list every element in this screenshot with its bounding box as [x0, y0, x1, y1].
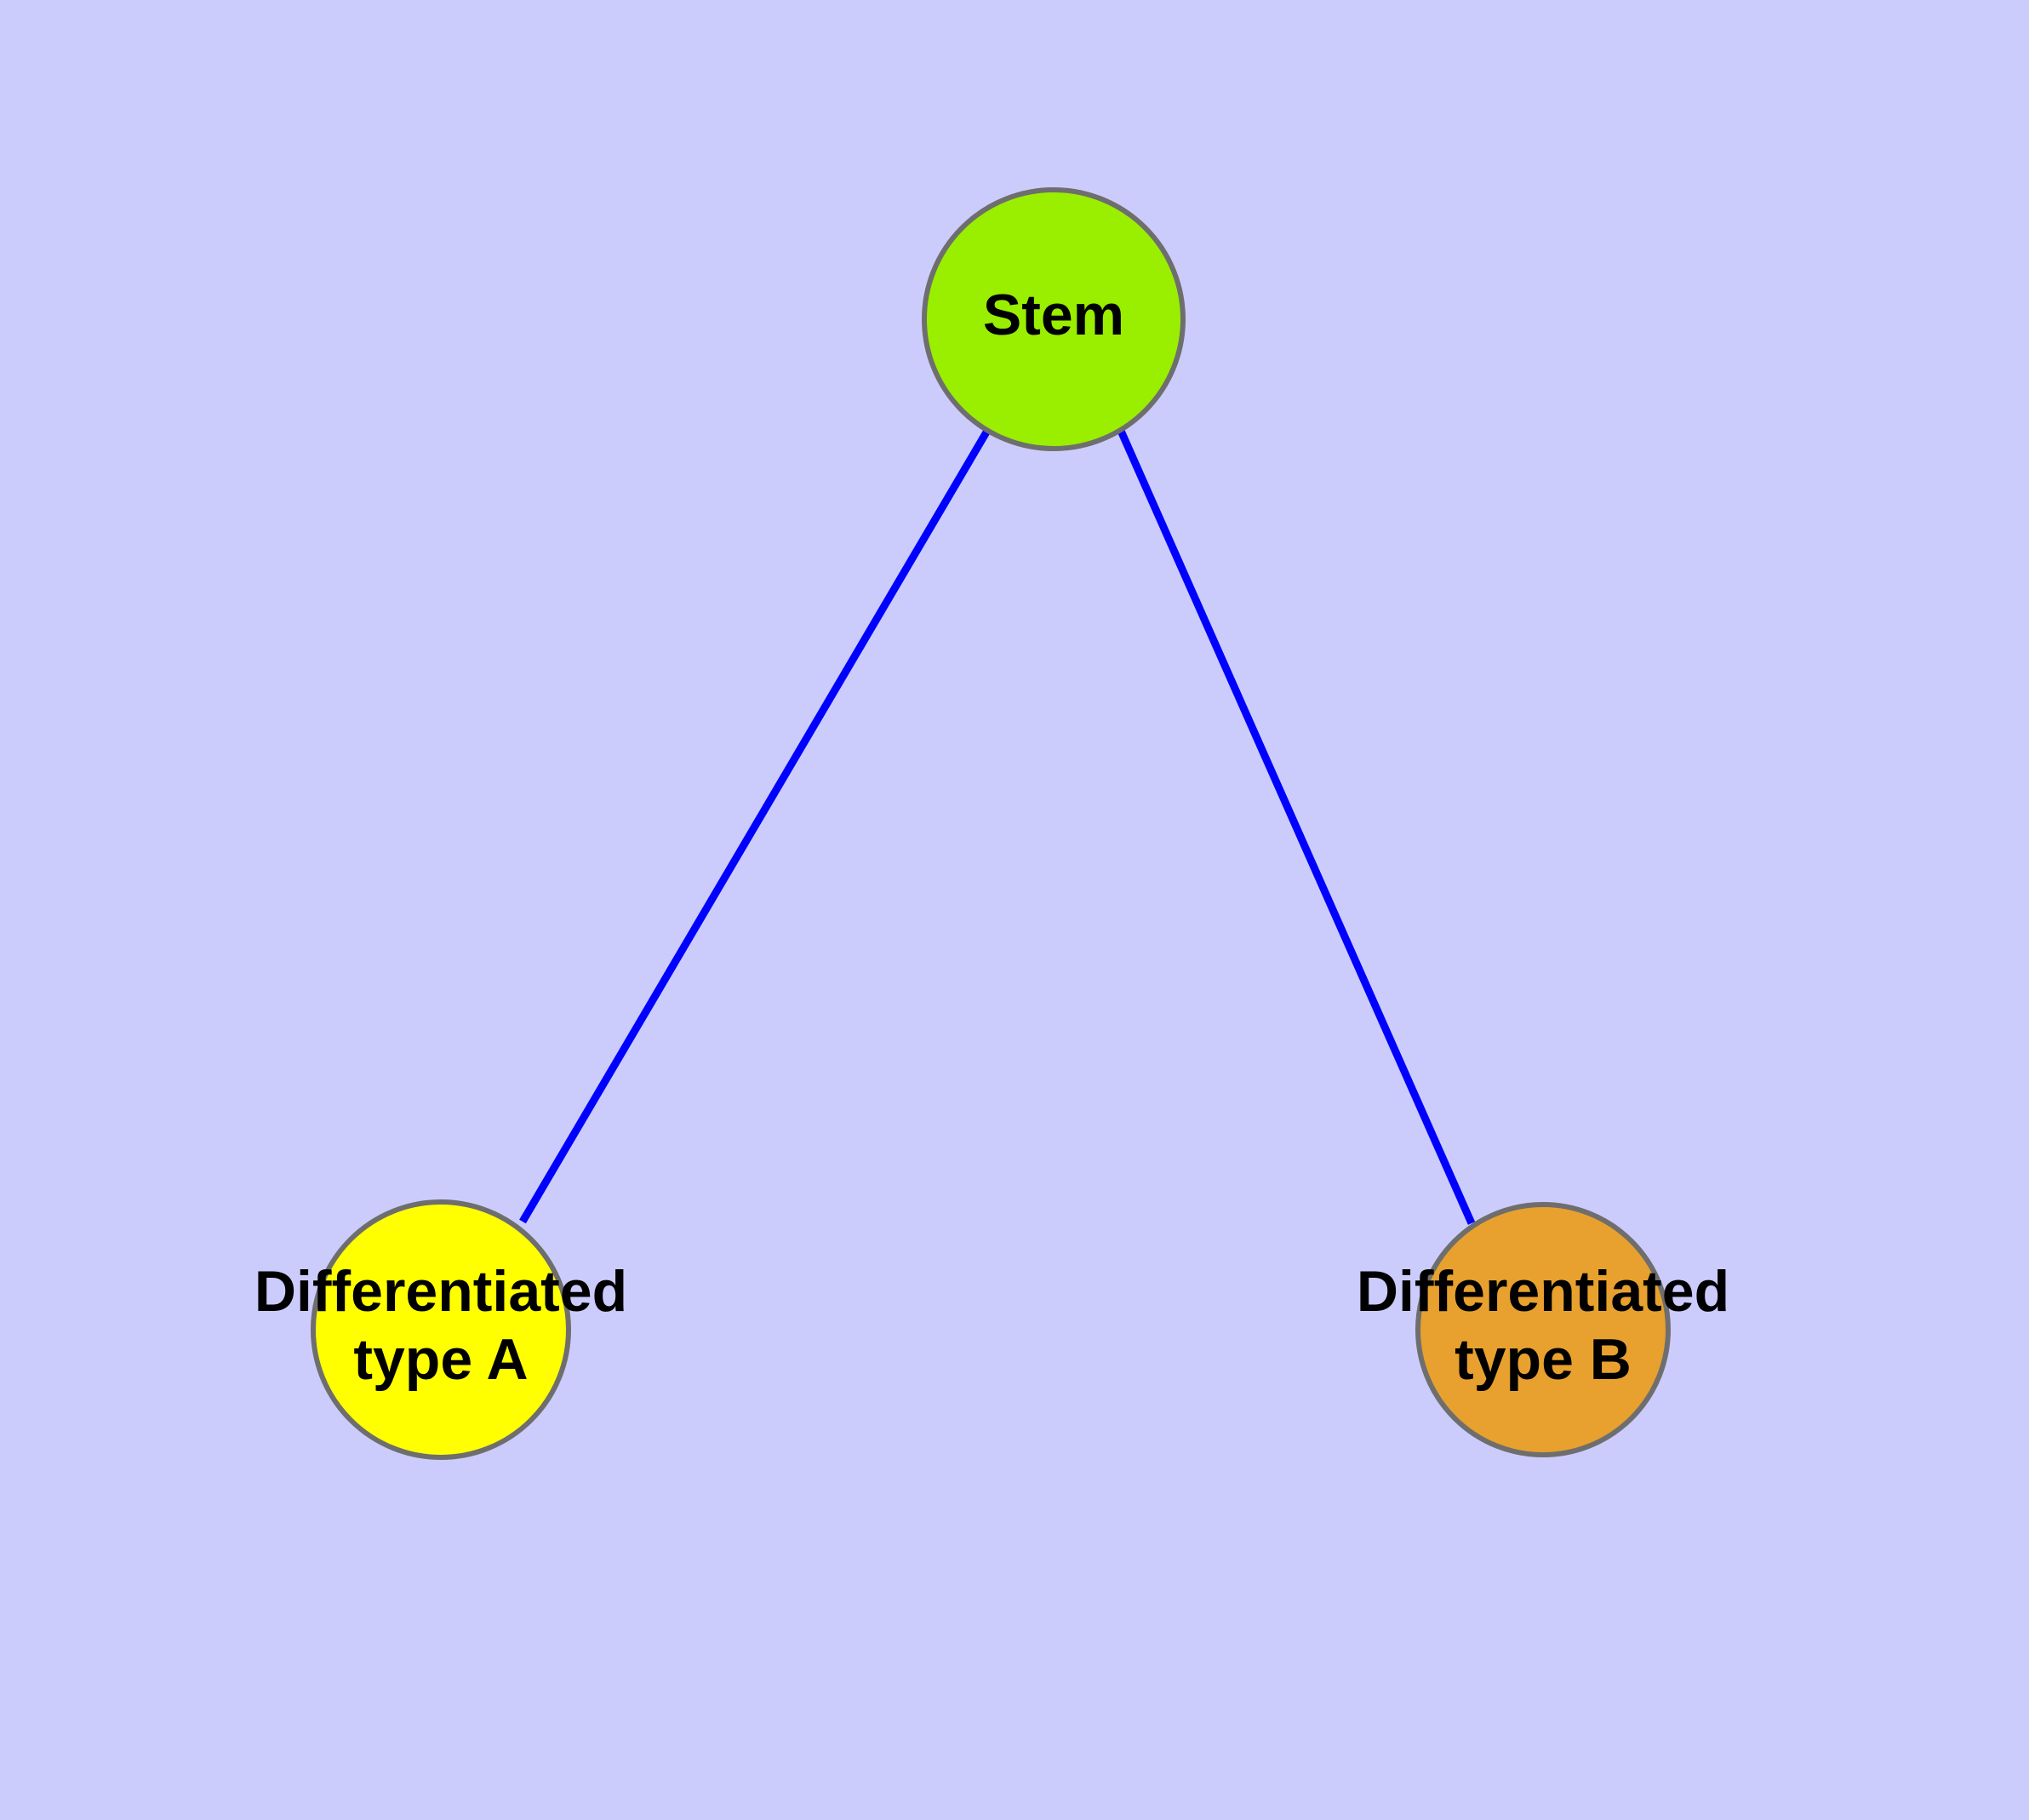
node-label-line: type B	[1455, 1327, 1632, 1392]
node-circle-diff_a[interactable]	[311, 1199, 571, 1460]
edge-stem-to-diff-b[interactable]	[1117, 429, 1476, 1225]
node-circle-stem[interactable]	[922, 187, 1186, 451]
node-label-stem: Stem	[983, 283, 1124, 347]
node-label-line: Stem	[983, 283, 1124, 347]
node-label-line: Differentiated	[254, 1259, 627, 1324]
node-circle-diff_b[interactable]	[1415, 1202, 1671, 1457]
node-label-line: Differentiated	[1357, 1259, 1729, 1324]
edge-stem-to-diff-a[interactable]	[519, 428, 991, 1224]
nodes-layer	[311, 187, 1671, 1460]
edges-layer	[519, 428, 1476, 1225]
node-label-line: type A	[353, 1327, 528, 1392]
